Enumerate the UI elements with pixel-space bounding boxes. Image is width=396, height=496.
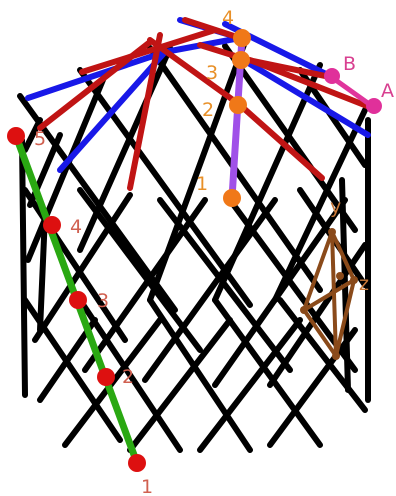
green-label-1: 1 — [141, 476, 153, 496]
brown-node-right — [350, 276, 358, 284]
green-node-3 — [69, 291, 87, 309]
purple-label-1: 1 — [196, 173, 208, 195]
green-node-1 — [128, 454, 146, 472]
purple-label-3: 3 — [206, 62, 218, 84]
green-label-2: 2 — [122, 366, 134, 388]
purple-node-1 — [223, 189, 241, 207]
brown-node-center — [336, 272, 344, 280]
green-node-2 — [97, 368, 115, 386]
purple-node-2 — [229, 96, 247, 114]
purple-node-4 — [233, 29, 251, 47]
green-node-4 — [43, 216, 61, 234]
pink-node-b — [324, 68, 340, 84]
pink-label-b: B — [343, 53, 356, 75]
brown-node-top — [328, 228, 336, 236]
brown-label-z: z — [359, 273, 369, 295]
purple-label-2: 2 — [202, 99, 214, 121]
purple-label-4: 4 — [222, 7, 234, 29]
brown-label-y: y — [330, 196, 341, 218]
green-label-4: 4 — [70, 216, 82, 238]
brown-node-bottom — [332, 352, 340, 360]
purple-node-3 — [232, 51, 250, 69]
pink-node-a — [366, 98, 382, 114]
green-label-3: 3 — [97, 290, 109, 312]
pink-strut-labels: A B — [343, 53, 394, 102]
green-node-5 — [7, 127, 25, 145]
brown-node-left — [300, 306, 308, 314]
green-label-5: 5 — [34, 128, 46, 150]
pink-label-a: A — [381, 80, 394, 102]
